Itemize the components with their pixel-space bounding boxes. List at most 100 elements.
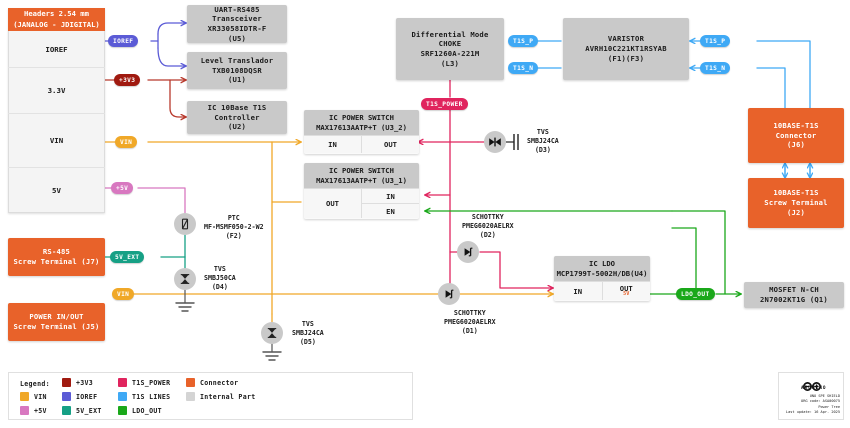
choke-line2: CHOKE: [438, 39, 462, 49]
net-pill-t1s-n-right[interactable]: T1S_N: [700, 62, 731, 74]
u3-1-title-line1: IC POWER SWITCH: [329, 166, 394, 175]
block-10base-t1s-connector[interactable]: 10BASE-T1S Connector (J6): [748, 108, 844, 163]
block-power-switch-u3-1[interactable]: IC POWER SWITCH MAX17613AATP+T (U3_1) OU…: [304, 163, 419, 219]
block-uart-rs485-transceiver[interactable]: UART-RS485 Transceiver XR33058IDTR-F (U5…: [187, 5, 287, 43]
legend-swatch-ioref: [62, 392, 71, 401]
legend-swatch-5v-ext: [62, 406, 71, 415]
block-10base-t1s-screw-terminal[interactable]: 10BASE-T1S Screw Terminal (J2): [748, 178, 844, 228]
schottky-d2-caption: SCHOTTKY PMEG6020AELRX (D2): [462, 213, 514, 240]
legend-item-ldo-out: LDO_OUT: [118, 406, 162, 415]
legend-swatch-internal-part: [186, 392, 195, 401]
varistor-line1: VARISTOR: [607, 34, 645, 44]
varistor-line2: AVRH10C221KT1RSYAB: [585, 44, 667, 54]
ctrl-line3: (U2): [227, 122, 247, 132]
net-pill-5v-ext[interactable]: 5V_EXT: [110, 251, 145, 263]
u3-1-pin-in[interactable]: IN: [362, 189, 419, 205]
block-level-translator[interactable]: Level Translador TXB0108DQSR (U1): [187, 52, 287, 89]
legend-swatch-t1s-power: [118, 378, 127, 387]
headers-title-line2: (JANALOG - JDIGITAL): [13, 19, 100, 29]
legend-label-t1s-power: T1S_POWER: [132, 378, 171, 387]
d2-line2: PMEG6020AELRX: [462, 221, 514, 230]
block-mosfet-n-ch[interactable]: MOSFET N-CH 2N7002KT1G (Q1): [744, 282, 844, 308]
block-ic-ldo[interactable]: IC LDO MCP1799T-5002H/DB(U4) IN OUT 5V: [554, 256, 650, 301]
u3-1-pins: OUT IN EN: [304, 188, 419, 219]
u3-2-title-line2: MAX17613AATP+T (U3_2): [316, 122, 407, 132]
net-pill-vin[interactable]: VIN: [115, 136, 138, 148]
net-pill-ldo-out[interactable]: LDO_OUT: [676, 288, 715, 300]
rail-row-3v3[interactable]: 3.3V: [8, 68, 105, 114]
u3-1-pin-out[interactable]: OUT: [304, 188, 362, 219]
choke-line4: (L3): [440, 58, 460, 68]
ptc-line3: (F2): [225, 231, 242, 240]
ldo-pin-in[interactable]: IN: [554, 281, 603, 301]
ldo-title-line1: IC LDO: [589, 259, 615, 268]
pwr-term-line1: POWER IN/OUT: [29, 312, 84, 322]
block-varistor[interactable]: VARISTOR AVRH10C221KT1RSYAB (F1)(F3): [563, 18, 689, 80]
tvs-icon-d4[interactable]: [174, 268, 196, 290]
legend-item-connector: Connector: [186, 378, 238, 387]
ctrl-line1: IC 10Base T1S: [207, 102, 267, 112]
d3-terminal-bar: [506, 134, 519, 150]
pwr-term-line2: Screw Terminal (J5): [13, 322, 100, 331]
ptc-f2-caption: PTC MF-MSMF050-2-W2 (F2): [204, 214, 264, 241]
block-power-switch-u3-2[interactable]: IC POWER SWITCH MAX17613AATP+T (U3_2) IN…: [304, 110, 419, 154]
uart-line1: UART-RS485: [214, 4, 260, 14]
u3-1-pin-en[interactable]: EN: [386, 206, 395, 216]
ldo-pin-out-sub: 5V: [623, 291, 630, 298]
legend-label-ioref: IOREF: [76, 392, 98, 401]
legend-item-t1s-lines: T1S LINES: [118, 392, 170, 401]
legend-swatch-vin: [20, 392, 29, 401]
tvs-d3-caption: TVS SMBJ24CA (D3): [527, 128, 559, 155]
u3-2-pin-out[interactable]: OUT: [362, 135, 419, 154]
tvs-bidir-icon-d3[interactable]: [484, 131, 506, 153]
net-pill-vin-bottom[interactable]: VIN: [112, 288, 135, 300]
schottky-d1-caption: SCHOTTKY PMEG6020AELRX (D1): [444, 309, 496, 336]
legend-swatch-connector: [186, 378, 195, 387]
rail-label-3v3: 3.3V: [47, 86, 66, 95]
block-rs485-screw-terminal[interactable]: RS-485 Screw Terminal (J7): [8, 238, 105, 276]
diode-icon-d1[interactable]: [438, 283, 460, 305]
u3-1-title: IC POWER SWITCH MAX17613AATP+T (U3_1): [304, 163, 419, 189]
ldo-title: IC LDO MCP1799T-5002H/DB(U4): [554, 256, 650, 282]
net-pill-5v[interactable]: +5V: [111, 182, 134, 194]
ptc-line1: PTC: [227, 214, 240, 222]
legend-swatch-3v3: [62, 378, 71, 387]
j6-line3: (J6): [786, 140, 806, 150]
rail-row-ioref[interactable]: IOREF: [8, 31, 105, 68]
arduino-logo-icon: [802, 376, 822, 395]
rail-row-vin[interactable]: VIN: [8, 114, 105, 168]
legend-label-t1s-lines: T1S LINES: [132, 392, 171, 401]
diode-icon-d2[interactable]: [457, 241, 479, 263]
net-pill-t1s-p-right[interactable]: T1S_P: [700, 35, 731, 47]
legend-item-3v3: +3V3: [62, 378, 93, 387]
rail-label-vin: VIN: [49, 136, 64, 145]
legend-label-5v-ext: 5V_EXT: [76, 406, 102, 415]
lvl-line3: (U1): [227, 75, 247, 85]
tvs-icon-d5[interactable]: [261, 322, 283, 344]
block-differential-mode-choke[interactable]: Differential Mode CHOKE SRF1260A-221M (L…: [396, 18, 504, 80]
legend-item-5v-ext: 5V_EXT: [62, 406, 102, 415]
legend-item-internal-part: Internal Part: [186, 392, 256, 401]
tvs-d5-line2: SMBJ24CA: [292, 328, 324, 337]
net-pill-t1s-n-left[interactable]: T1S_N: [508, 62, 539, 74]
net-pill-ioref[interactable]: IOREF: [108, 35, 139, 47]
choke-line1: Differential Mode: [411, 29, 489, 39]
legend-label-5v: +5V: [34, 406, 47, 415]
tvs-d4-caption: TVS SMBJ50CA (D4): [204, 265, 236, 292]
ldo-pin-out[interactable]: OUT 5V: [602, 281, 650, 301]
legend-label-ldo-out: LDO_OUT: [132, 406, 162, 415]
title-block-panel: [778, 372, 844, 420]
u3-2-title-line1: IC POWER SWITCH: [329, 113, 394, 122]
net-pill-t1s-power[interactable]: T1S_POWER: [421, 98, 468, 110]
net-pill-t1s-p-left[interactable]: T1S_P: [508, 35, 539, 47]
rail-row-5v[interactable]: 5V: [8, 168, 105, 213]
legend-item-5v: +5V: [20, 406, 47, 415]
net-pill-3v3[interactable]: +3V3: [114, 74, 141, 86]
u3-2-pin-in[interactable]: IN: [304, 135, 362, 154]
legend-swatch-5v: [20, 406, 29, 415]
block-t1s-controller[interactable]: IC 10Base T1S Controller (U2): [187, 101, 287, 134]
rail-label-ioref: IOREF: [45, 44, 68, 54]
ptc-icon[interactable]: [174, 213, 196, 235]
block-power-screw-terminal[interactable]: POWER IN/OUT Screw Terminal (J5): [8, 303, 105, 341]
